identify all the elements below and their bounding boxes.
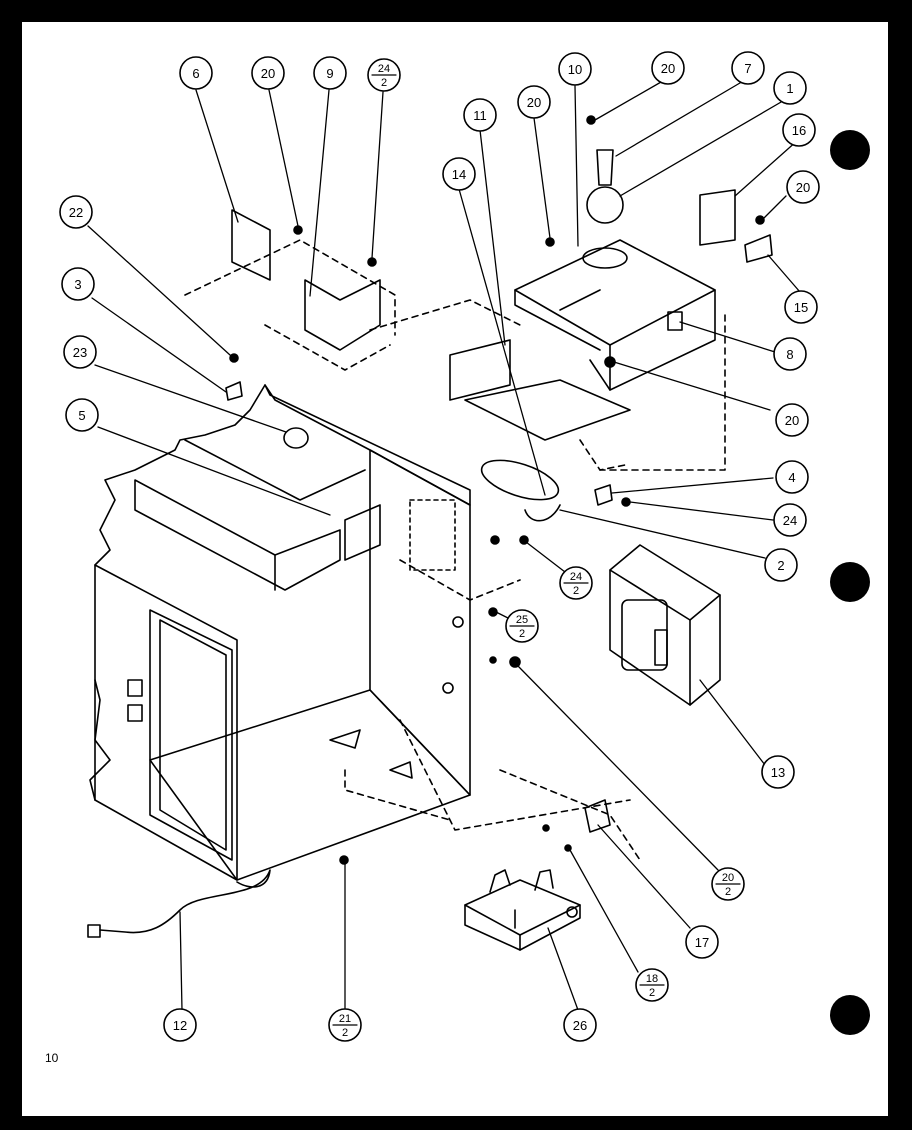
callout-26: 26 xyxy=(563,1008,597,1042)
svg-text:24: 24 xyxy=(783,513,797,528)
callout-22: 22 xyxy=(59,195,93,229)
callout-12: 12 xyxy=(163,1008,197,1042)
registration-dot-middle xyxy=(830,562,870,602)
svg-text:2: 2 xyxy=(573,585,579,597)
svg-text:18: 18 xyxy=(646,973,658,985)
svg-text:20: 20 xyxy=(661,61,675,76)
svg-text:14: 14 xyxy=(452,167,466,182)
svg-text:20: 20 xyxy=(796,180,810,195)
capacitor-14 xyxy=(480,459,560,501)
svg-text:20: 20 xyxy=(527,95,541,110)
callout-18-2: 182 xyxy=(635,968,669,1002)
svg-text:10: 10 xyxy=(568,62,582,77)
svg-text:15: 15 xyxy=(794,300,808,315)
leader-lines xyxy=(87,77,801,1011)
svg-text:3: 3 xyxy=(74,277,81,292)
power-cord xyxy=(99,869,271,934)
capacitor-bracket-2 xyxy=(524,504,561,522)
thermal-protector-23 xyxy=(283,427,309,449)
svg-text:21: 21 xyxy=(339,1013,351,1025)
svg-text:12: 12 xyxy=(173,1018,187,1033)
svg-text:25: 25 xyxy=(516,614,528,626)
panel-6 xyxy=(231,209,271,281)
bracket-9 xyxy=(304,279,381,351)
switch-17 xyxy=(584,799,611,833)
lamp-1 xyxy=(586,186,624,224)
svg-text:6: 6 xyxy=(192,66,199,81)
svg-text:24: 24 xyxy=(378,63,390,75)
svg-text:2: 2 xyxy=(519,628,525,640)
svg-text:4: 4 xyxy=(788,470,795,485)
svg-text:20: 20 xyxy=(785,413,799,428)
diode-4 xyxy=(594,484,613,506)
power-plug xyxy=(87,924,101,938)
callout-11: 11 xyxy=(463,98,497,132)
callout-20: 20 xyxy=(251,56,285,90)
bracket-11 xyxy=(449,339,511,401)
lamp-housing-10 xyxy=(514,239,716,391)
callout-24: 24 xyxy=(773,503,807,537)
dashed-outline-top-left xyxy=(184,239,396,336)
cabinet xyxy=(89,384,471,881)
callout-24-2: 242 xyxy=(559,566,593,600)
callout-13: 13 xyxy=(761,755,795,789)
svg-text:2: 2 xyxy=(777,558,784,573)
callout-20: 20 xyxy=(775,403,809,437)
callout-10: 10 xyxy=(558,52,592,86)
registration-dot-bottom xyxy=(830,995,870,1035)
lamp-socket-7 xyxy=(596,149,614,186)
page-number: 10 xyxy=(45,1051,59,1065)
callout-4: 4 xyxy=(775,460,809,494)
callout-3: 3 xyxy=(61,267,95,301)
callout-7: 7 xyxy=(731,51,765,85)
svg-text:20: 20 xyxy=(261,66,275,81)
transformer-13 xyxy=(609,544,721,706)
callout-20: 20 xyxy=(651,51,685,85)
svg-text:9: 9 xyxy=(326,66,333,81)
svg-text:17: 17 xyxy=(695,935,709,950)
callout-5: 5 xyxy=(65,398,99,432)
callout-2: 2 xyxy=(764,548,798,582)
fuse-15 xyxy=(744,234,773,263)
callout-20-2: 202 xyxy=(711,867,745,901)
callout-8: 8 xyxy=(773,337,807,371)
svg-text:26: 26 xyxy=(573,1018,587,1033)
callout-17: 17 xyxy=(685,925,719,959)
svg-text:8: 8 xyxy=(786,347,793,362)
callout-1: 1 xyxy=(773,71,807,105)
svg-text:7: 7 xyxy=(744,61,751,76)
svg-text:23: 23 xyxy=(73,345,87,360)
callout-16: 16 xyxy=(782,113,816,147)
callout-20: 20 xyxy=(786,170,820,204)
callout-6: 6 xyxy=(179,56,213,90)
callout-23: 23 xyxy=(63,335,97,369)
callout-14: 14 xyxy=(442,157,476,191)
svg-text:2: 2 xyxy=(342,1027,348,1039)
callout-15: 15 xyxy=(784,290,818,324)
svg-text:24: 24 xyxy=(570,571,582,583)
shelf-plate xyxy=(464,379,631,441)
svg-text:20: 20 xyxy=(722,872,734,884)
svg-text:1: 1 xyxy=(786,81,793,96)
callout-21-2: 212 xyxy=(328,1008,362,1042)
svg-text:11: 11 xyxy=(473,108,487,123)
callout-25-2: 252 xyxy=(505,609,539,643)
callout-24-2: 242 xyxy=(367,58,401,92)
callout-9: 9 xyxy=(313,56,347,90)
svg-text:13: 13 xyxy=(771,765,785,780)
svg-text:16: 16 xyxy=(792,123,806,138)
svg-text:5: 5 xyxy=(78,408,85,423)
svg-text:22: 22 xyxy=(69,205,83,220)
svg-text:2: 2 xyxy=(649,987,655,999)
registration-dot-top xyxy=(830,130,870,170)
callouts: 6 20 9 242 10 20 7 1 16 20 15 11 20 14 2… xyxy=(59,51,820,1042)
callout-20: 20 xyxy=(517,85,551,119)
fuse-holder-16 xyxy=(699,189,736,246)
svg-text:2: 2 xyxy=(381,77,387,89)
svg-text:2: 2 xyxy=(725,886,731,898)
clip-3 xyxy=(225,381,243,401)
